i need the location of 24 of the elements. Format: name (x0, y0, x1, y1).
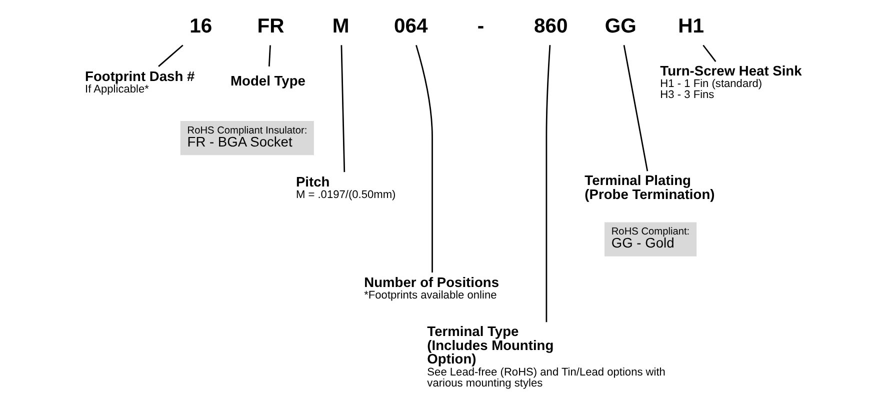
node-text: Number of Positions *Footprints available online (364, 274, 499, 302)
node-text: Turn-Screw Heat Sink H1 - 1 Fin (standard) H3 - 3 Fins (660, 62, 802, 102)
node-text: Pitch M = .0197/(0.50mm) (295, 173, 396, 201)
node-text: Terminal Plating (Probe Termination) (584, 172, 714, 202)
connector (702, 44, 716, 62)
node-text: GG (604, 16, 636, 38)
label: - (476, 16, 484, 38)
connector (622, 45, 648, 172)
connector (415, 45, 432, 272)
node-text: Terminal Type (Includes Mounting Option) See Lead-free (RoHS) and Tin/Lead options with various mounting styles (426, 323, 665, 390)
node-text: 860 (534, 16, 568, 38)
node-text: Footprint Dash # If Applicable* (84, 68, 194, 96)
connector (340, 45, 345, 172)
node-text: H1 (678, 16, 704, 38)
node-text: M (332, 16, 349, 38)
node-text: Model Type (230, 72, 305, 89)
node-text: 16 (189, 16, 212, 38)
connector (268, 45, 270, 66)
node-text: 064 (394, 16, 428, 38)
connector (158, 44, 183, 67)
node-box: RoHS Compliant: GG - Gold (604, 222, 696, 256)
node-box: RoHS Compliant Insulator: FR - BGA Socket (180, 121, 314, 156)
connector (545, 45, 550, 322)
node-text: FR (256, 16, 284, 38)
